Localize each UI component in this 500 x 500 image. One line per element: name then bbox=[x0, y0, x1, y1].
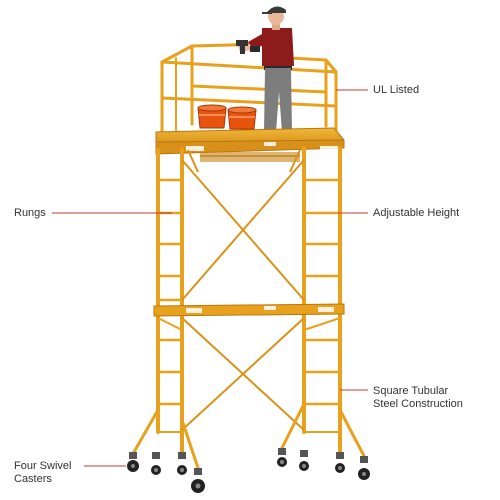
callout-casters-line1: Four Swivel bbox=[14, 460, 72, 472]
callout-square-tubular: Square Tubular Steel Construction bbox=[373, 385, 463, 411]
callout-ul-listed: UL Listed bbox=[373, 84, 420, 96]
caster-rear-right bbox=[299, 450, 309, 471]
caster-front-left bbox=[127, 452, 139, 472]
upper-platform bbox=[155, 127, 345, 162]
callout-swivel-casters: Four Swivel Casters bbox=[14, 460, 71, 486]
caster-front-far-right bbox=[358, 456, 370, 480]
callout-adjustable-height: Adjustable Height bbox=[373, 207, 460, 219]
caster-rear-right-inner bbox=[277, 448, 287, 467]
left-rungs bbox=[156, 178, 184, 406]
callout-rungs: Rungs bbox=[14, 207, 46, 219]
callout-casters-line2: Casters bbox=[14, 473, 52, 485]
guardrail bbox=[160, 42, 338, 142]
paint-buckets bbox=[197, 104, 257, 130]
mid-frame-joint bbox=[153, 303, 345, 331]
caster-wheels bbox=[127, 448, 370, 493]
caster-rear-center bbox=[177, 452, 187, 475]
callout-square-tubular-line1: Square Tubular bbox=[373, 385, 449, 397]
callout-square-tubular-line2: Steel Construction bbox=[373, 398, 463, 410]
callout-leaders bbox=[52, 89, 368, 467]
outrigger-legs bbox=[132, 402, 366, 470]
caster-rear-left bbox=[151, 452, 161, 475]
cross-braces bbox=[181, 149, 305, 431]
right-end-frame bbox=[302, 146, 342, 454]
caster-front-center bbox=[191, 468, 205, 493]
right-rungs bbox=[302, 178, 342, 406]
caster-front-right bbox=[335, 452, 345, 473]
left-end-frame bbox=[156, 148, 184, 454]
